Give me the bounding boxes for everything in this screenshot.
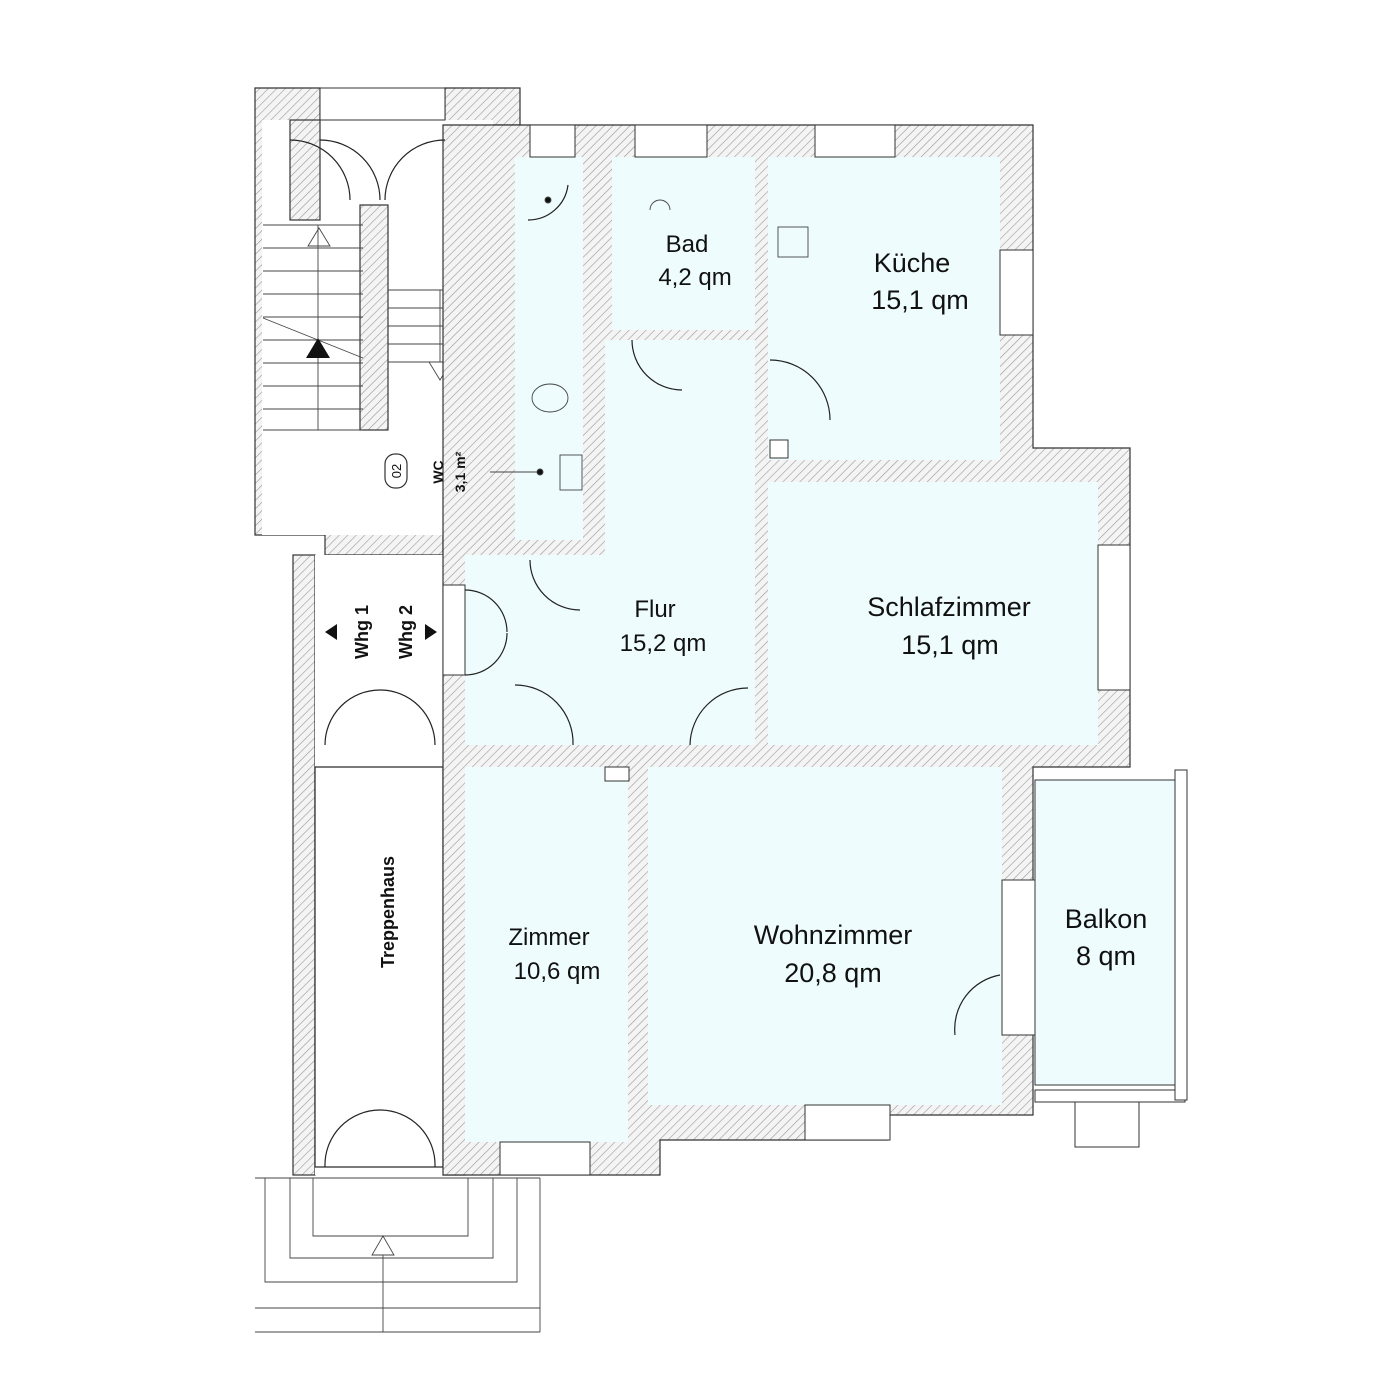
room-kueche <box>768 157 1000 460</box>
shower-icon <box>649 199 671 211</box>
svg-text:02: 02 <box>389 464 404 478</box>
kueche-area: 15,1 qm <box>871 285 969 315</box>
doors <box>289 139 1001 1168</box>
fixtures <box>490 196 809 491</box>
stairs-up-arrow-icon <box>306 338 330 358</box>
wohnzimmer-label: Wohnzimmer <box>754 920 913 950</box>
sink-icon <box>559 454 583 491</box>
stove-icon <box>777 226 809 258</box>
bad-label: Bad <box>666 231 709 258</box>
flur-area: 15,2 qm <box>620 630 707 657</box>
flur-label: Flur <box>634 596 675 623</box>
room-zimmer <box>465 767 628 1142</box>
zimmer-area: 10,6 qm <box>514 958 601 985</box>
wc-label: WC <box>430 460 446 483</box>
windows <box>442 124 1131 1176</box>
room-schlafzimmer <box>768 482 1098 745</box>
wc-number-badge: 02 <box>384 453 408 489</box>
schlafzimmer-area: 15,1 qm <box>901 630 999 660</box>
wohnzimmer-area: 20,8 qm <box>784 958 882 988</box>
toilet-icon <box>531 383 569 413</box>
whg1-label: Whg 1 <box>352 605 372 659</box>
zimmer-label: Zimmer <box>508 924 589 951</box>
balkon-label: Balkon <box>1065 904 1148 934</box>
room-balkon <box>1034 779 1176 1086</box>
treppenhaus-label: Treppenhaus <box>378 856 398 968</box>
room-wc <box>515 157 583 540</box>
stairs-arrow-icon <box>307 227 331 247</box>
whg2-arrow-icon <box>425 624 437 640</box>
room-bad <box>612 157 755 330</box>
kueche-label: Küche <box>874 248 951 278</box>
room-flur <box>465 340 755 745</box>
bad-area: 4,2 qm <box>658 264 731 291</box>
whg2-label: Whg 2 <box>396 605 416 659</box>
balkon-area: 8 qm <box>1076 941 1136 971</box>
wc-area: 3,1 m² <box>452 451 468 492</box>
schlafzimmer-label: Schlafzimmer <box>867 592 1031 622</box>
entrance-steps <box>255 1177 541 1333</box>
room-wohnzimmer <box>648 767 1002 1105</box>
whg1-arrow-icon <box>325 624 337 640</box>
